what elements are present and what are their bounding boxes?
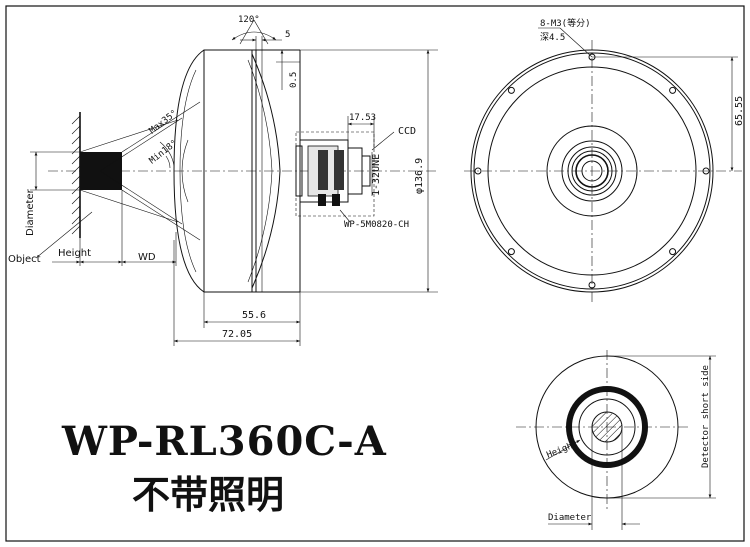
detector-view: Detector short side Height Diameter: [516, 350, 716, 530]
holes-spec-line2: 深4.5: [540, 32, 565, 43]
detector-diameter-label: Diameter: [548, 513, 592, 523]
detector-short-side-label: Detector short side: [701, 365, 711, 468]
side-diameter-label: Diameter: [25, 188, 36, 236]
side-view: Diameter Object Height WD Max35° Min18°: [8, 15, 438, 346]
thread-label: 1-32UNE: [371, 154, 382, 196]
dim-72-05: 72.05: [222, 329, 252, 340]
model-name: WP-RL360C-A: [61, 418, 387, 465]
lens-model-label: WP-5M0820-CH: [344, 220, 409, 230]
object-label: Object: [8, 254, 41, 265]
dim-17-53: 17.53: [349, 113, 376, 123]
ccd-label: CCD: [398, 126, 416, 137]
holes-spec-line1: 8-M3(等分): [540, 17, 591, 29]
detector-height-label: Height: [545, 439, 579, 460]
m3-holes: [474, 53, 710, 289]
angle-120: 120°: [238, 15, 260, 25]
drawing-frame: [5, 5, 745, 542]
wd-label: WD: [138, 252, 156, 263]
dim-0-5: 0.5: [289, 72, 299, 88]
lens-dome: [173, 49, 205, 293]
dim-65-55: 65.55: [734, 96, 745, 126]
detector-center: [591, 411, 623, 443]
front-view: 8-M3(等分) 深4.5 65.55: [464, 17, 745, 302]
dim-diameter-136-9: φ136.9: [414, 158, 425, 194]
model-subtitle: 不带照明: [132, 473, 284, 517]
object-block: [80, 152, 122, 190]
side-height-label: Height: [58, 248, 91, 259]
dim-55-6: 55.6: [242, 310, 266, 321]
dim-5: 5: [285, 30, 290, 40]
